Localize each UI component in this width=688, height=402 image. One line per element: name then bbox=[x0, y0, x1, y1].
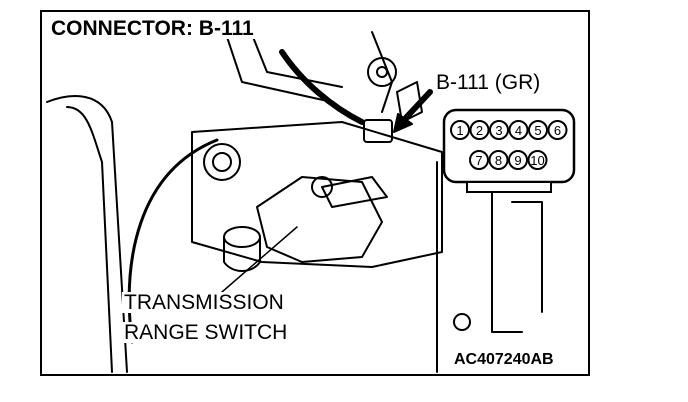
top-pin-label-4: 4 bbox=[515, 123, 522, 138]
bottom-pin-label-7: 7 bbox=[475, 153, 482, 168]
top-pin-4 bbox=[508, 120, 529, 140]
grommet-outer bbox=[203, 143, 241, 181]
hose-left-inner bbox=[66, 106, 113, 373]
pipe-right bbox=[371, 31, 393, 113]
top-pin-6 bbox=[547, 120, 568, 140]
top-pin-1 bbox=[450, 120, 470, 140]
arrow-shaft bbox=[399, 89, 433, 125]
bottom-pin-7 bbox=[469, 150, 489, 170]
top-pin-label-1: 1 bbox=[456, 123, 463, 138]
range-switch-body bbox=[256, 176, 383, 263]
top-pin-2 bbox=[469, 120, 490, 140]
bottom-pin-label-9: 9 bbox=[514, 153, 521, 168]
hose-left-outline bbox=[46, 95, 128, 373]
connector-label: B-111 (GR) bbox=[434, 71, 543, 94]
bottom-pin-9 bbox=[508, 150, 528, 170]
bottom-pin-10 bbox=[527, 150, 548, 170]
sensor-body bbox=[396, 81, 423, 123]
cylinder-body bbox=[223, 236, 261, 272]
vehicle-connector bbox=[363, 119, 393, 143]
switch-shaft bbox=[311, 176, 333, 198]
bottom-pin-label-8: 8 bbox=[495, 153, 502, 168]
pipe-upper-2 bbox=[246, 21, 343, 88]
bottom-pin-label-10: 10 bbox=[530, 153, 544, 168]
top-pin-label-5: 5 bbox=[534, 123, 541, 138]
pipe-thick bbox=[279, 49, 365, 125]
transmission-housing bbox=[191, 121, 443, 268]
panel-right-2 bbox=[491, 191, 523, 333]
bolt-top-center bbox=[376, 66, 388, 78]
arrow-head bbox=[393, 113, 413, 133]
bolt-right bbox=[453, 313, 471, 331]
panel-right-3 bbox=[511, 201, 543, 313]
bottom-pin-8 bbox=[488, 150, 509, 170]
grommet-inner bbox=[212, 152, 232, 172]
top-pin-5 bbox=[528, 120, 548, 140]
top-pin-label-2: 2 bbox=[476, 123, 483, 138]
pipe-upper-1 bbox=[221, 21, 333, 103]
bolt-top bbox=[367, 57, 397, 87]
top-pin-label-3: 3 bbox=[495, 123, 502, 138]
component-label-line1: TRANSMISSION bbox=[122, 291, 286, 314]
top-pin-3 bbox=[489, 120, 509, 140]
diagram-title: CONNECTOR: B-111 bbox=[48, 18, 257, 39]
figure-id: AC407240AB bbox=[452, 351, 556, 368]
cylinder-top bbox=[223, 226, 261, 248]
component-label-line2: RANGE SWITCH bbox=[122, 321, 290, 344]
connector-latch bbox=[466, 181, 552, 193]
top-pin-label-6: 6 bbox=[554, 123, 561, 138]
leader-line bbox=[221, 226, 298, 293]
shift-lever bbox=[321, 176, 388, 208]
